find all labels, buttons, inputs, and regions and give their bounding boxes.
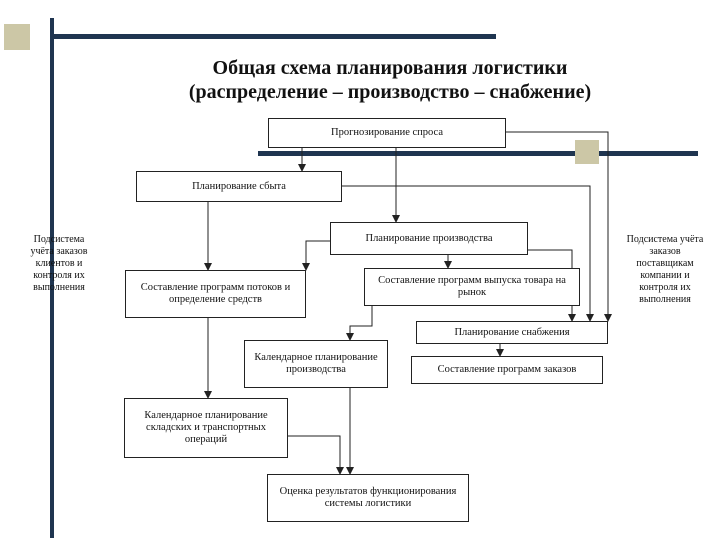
arrow-sales-to-supply bbox=[342, 185, 594, 322]
forecast-demand-label: Прогнозирование спроса bbox=[330, 127, 444, 138]
arrow-release-to-calendar bbox=[346, 306, 373, 341]
decor-horizontal-bar-top bbox=[52, 34, 496, 39]
arrow-production-to-flows bbox=[302, 240, 330, 271]
evaluation-label: Оценка результатов функционирования сист… bbox=[279, 486, 457, 509]
calendar-production-label: Календарное планирование производства bbox=[254, 352, 378, 375]
client-subsystem-text: Подсистема учёта заказов клиентов и конт… bbox=[24, 234, 94, 294]
supply-planning-box: Планирование снабжения bbox=[416, 321, 608, 344]
warehouse-transport-label: Календарное планирование складских и тра… bbox=[144, 410, 268, 445]
page-title: Общая схема планирования логистики (расп… bbox=[120, 56, 660, 104]
title-line-2: (распределение – производство – снабжени… bbox=[188, 81, 592, 103]
supply-planning-label: Планирование снабжения bbox=[454, 326, 570, 338]
decor-vertical-bar-left bbox=[50, 18, 54, 538]
evaluation-box: Оценка результатов функционирования сист… bbox=[267, 474, 469, 522]
release-program-label: Составление программ выпуска товара на р… bbox=[378, 275, 566, 298]
release-program-box: Составление программ выпуска товара на р… bbox=[364, 268, 580, 306]
production-planning-box: Планирование производства bbox=[330, 222, 528, 255]
warehouse-transport-box: Календарное планирование складских и тра… bbox=[124, 398, 288, 458]
title-line-1: Общая схема планирования логистики bbox=[212, 57, 568, 79]
forecast-demand-box: Прогнозирование спроса bbox=[268, 118, 506, 148]
flows-program-label: Составление программ потоков и определен… bbox=[140, 282, 291, 305]
client-subsystem-label: Подсистема учёта заказов клиентов и конт… bbox=[30, 234, 88, 293]
sales-planning-label: Планирование сбыта bbox=[192, 180, 286, 192]
supplier-subsystem-text: Подсистема учёта заказов поставщикам ком… bbox=[626, 234, 704, 306]
sales-planning-box: Планирование сбыта bbox=[136, 171, 342, 202]
decor-horizontal-bar-mid bbox=[258, 151, 698, 156]
decor-square-top-left bbox=[4, 24, 30, 50]
calendar-production-box: Календарное планирование производства bbox=[244, 340, 388, 388]
production-planning-label: Планирование производства bbox=[365, 232, 493, 244]
flows-program-box: Составление программ потоков и определен… bbox=[125, 270, 306, 318]
arrow-forecast-to-supply bbox=[505, 131, 612, 322]
decor-square-mid-right bbox=[575, 140, 599, 164]
supplier-subsystem-label: Подсистема учёта заказов поставщикам ком… bbox=[626, 234, 704, 305]
orders-program-box: Составление программ заказов bbox=[411, 356, 603, 384]
arrow-warehouse-to-evaluation bbox=[288, 435, 344, 475]
orders-program-label: Составление программ заказов bbox=[437, 364, 577, 375]
